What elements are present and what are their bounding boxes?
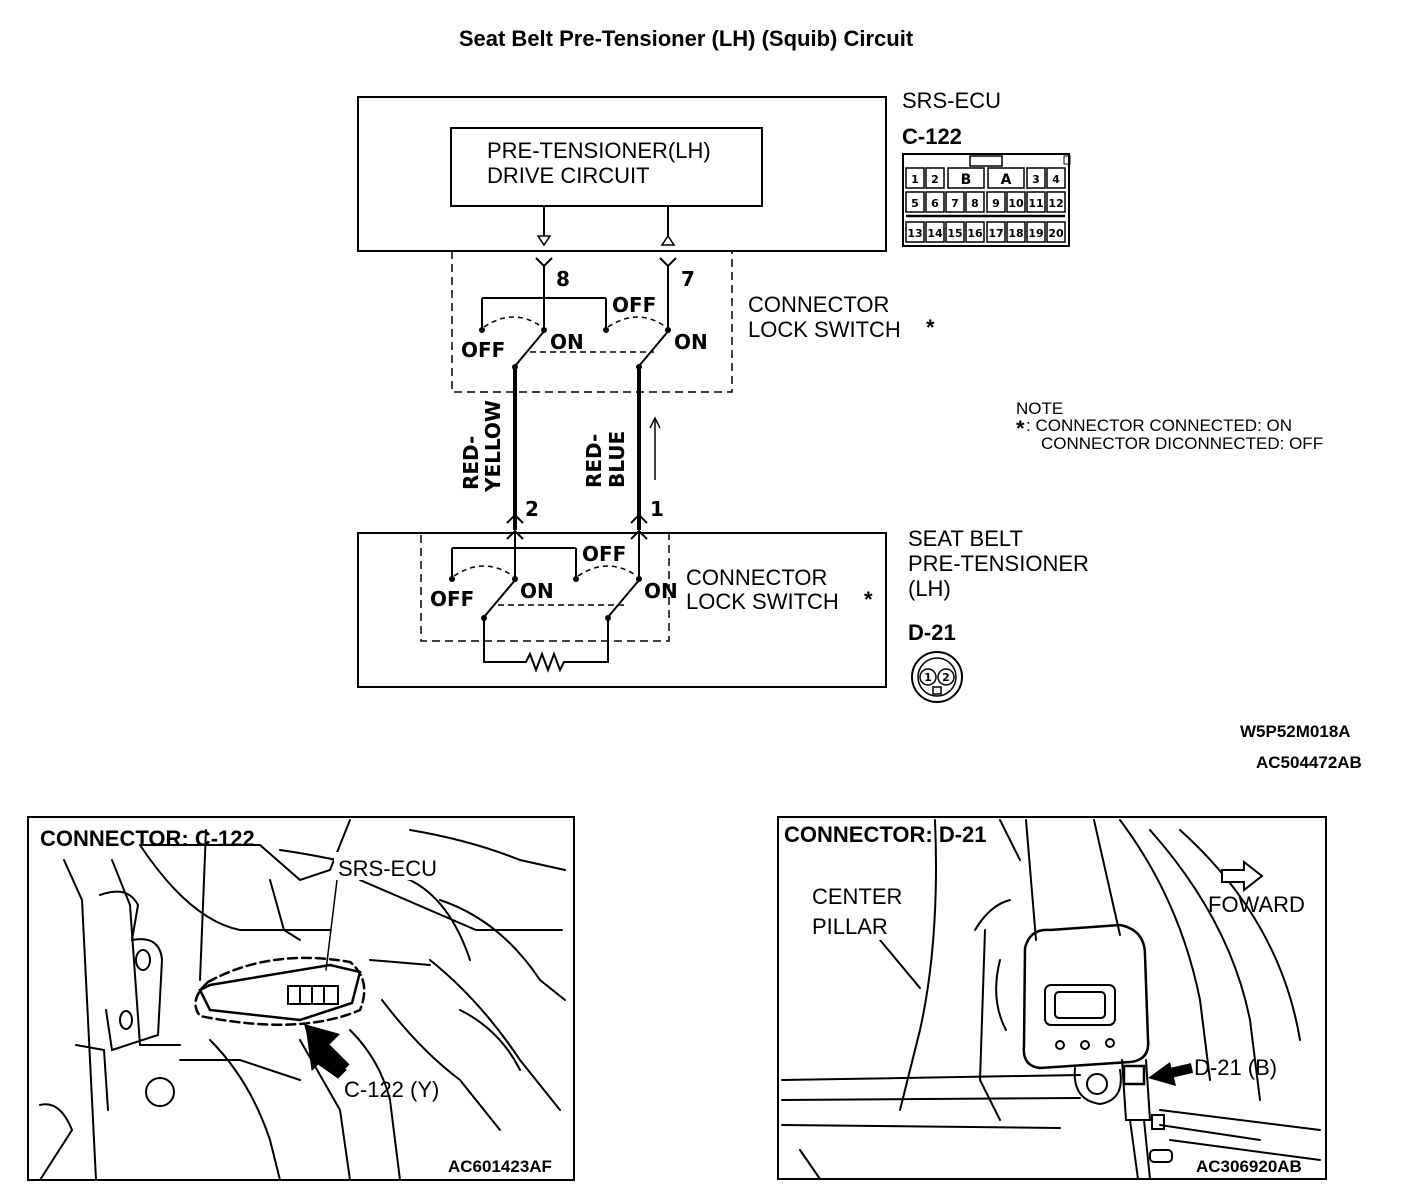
c122-pin: B <box>961 172 972 188</box>
wire-color-right-2: BLUE <box>605 431 629 488</box>
note-asterisk: * <box>1016 416 1025 441</box>
c122-pin: 11 <box>1028 197 1043 210</box>
lower-off-left: OFF <box>430 587 474 611</box>
pretensioner-label-2: PRE-TENSIONER <box>908 551 1089 576</box>
panel-c122-connector-label: C-122 (Y) <box>344 1077 439 1102</box>
pretensioner-label-1: SEAT BELT <box>908 526 1023 551</box>
lower-pin-2: 2 <box>525 497 539 521</box>
panel-d21-pillar-bg <box>808 882 888 940</box>
panel-d21-forward-label: FOWARD <box>1208 892 1305 917</box>
upper-off-right: OFF <box>612 293 656 317</box>
c122-pin: 18 <box>1008 227 1023 240</box>
panel-d21 <box>777 816 1327 1180</box>
panel-d21-heading: CONNECTOR: D-21 <box>784 822 987 847</box>
panel-d21-pillar-label-2: PILLAR <box>812 914 888 939</box>
upper-lock-switch <box>451 251 733 393</box>
pretensioner-block <box>357 513 887 688</box>
c122-pin: 7 <box>951 197 959 210</box>
note-line-2: CONNECTOR DICONNECTED: OFF <box>1041 434 1323 453</box>
lower-lock-switch-label-1: CONNECTOR <box>686 565 827 590</box>
c122-pin: 8 <box>971 197 979 210</box>
panel-c122 <box>27 816 575 1181</box>
note-line-1: : CONNECTOR CONNECTED: ON <box>1026 416 1292 435</box>
d21-pin-1: 1 <box>924 671 932 684</box>
upper-asterisk: * <box>926 315 935 340</box>
c122-pin: 12 <box>1048 197 1063 210</box>
c122-pin: 15 <box>947 227 962 240</box>
lower-pin-1: 1 <box>650 497 664 521</box>
lower-on-right: ON <box>644 579 678 603</box>
upper-lock-switch-label-2: LOCK SWITCH <box>748 317 901 342</box>
c122-pin: 17 <box>988 227 1003 240</box>
panel-c122-ecu-bg <box>334 852 450 880</box>
d21-pin-2: 2 <box>942 671 950 684</box>
c122-pin: 13 <box>907 227 922 240</box>
panel-d21-pillar-label-1: CENTER <box>812 884 902 909</box>
panel-c122-code: AC601423AF <box>448 1157 552 1176</box>
lower-lock-switch-label-2: LOCK SWITCH <box>686 589 839 614</box>
c122-pin: 2 <box>931 173 939 186</box>
c122-connector-face: 1 2 B A 3 4 5 6 7 8 9 10 11 12 13 14 15 … <box>902 153 1071 247</box>
d21-connector-label: D-21 <box>908 620 956 645</box>
upper-off-left: OFF <box>461 338 505 362</box>
wire-color-right-1: RED- <box>582 434 606 488</box>
srs-ecu-block: PRE-TENSIONER(LH) DRIVE CIRCUIT <box>357 96 887 252</box>
c122-pin: 19 <box>1028 227 1043 240</box>
wire-color-left-2: YELLOW <box>481 400 505 493</box>
d21-connector-face: 1 2 <box>911 651 963 703</box>
c122-pin: 4 <box>1052 173 1060 186</box>
upper-on-right: ON <box>674 330 708 354</box>
diagram-title: Seat Belt Pre-Tensioner (LH) (Squib) Cir… <box>459 26 914 51</box>
c122-pin: A <box>1001 172 1012 188</box>
srs-ecu-label: SRS-ECU <box>902 88 1001 113</box>
drive-circuit-label-2: DRIVE CIRCUIT <box>487 163 650 188</box>
pretensioner-label-3: (LH) <box>908 576 951 601</box>
lower-off-right: OFF <box>582 542 626 566</box>
c122-pin: 6 <box>931 197 939 210</box>
lower-asterisk: * <box>864 587 873 612</box>
c122-connector-label: C-122 <box>902 124 962 149</box>
c122-pin: 9 <box>992 197 1000 210</box>
upper-pin-7: 7 <box>681 267 695 291</box>
c122-pin: 1 <box>911 173 919 186</box>
c122-pin: 14 <box>927 227 943 240</box>
panel-c122-heading: CONNECTOR: C-122 <box>40 826 255 851</box>
harness-wires <box>513 367 661 530</box>
diagram-code-2: AC504472AB <box>1256 753 1362 772</box>
drive-circuit-label-1: PRE-TENSIONER(LH) <box>487 138 711 163</box>
upper-on-left: ON <box>550 330 584 354</box>
panel-c122-ecu-label: SRS-ECU <box>338 856 437 881</box>
diagram-code-1: W5P52M018A <box>1240 722 1351 741</box>
c122-pin: 5 <box>911 197 919 210</box>
panel-d21-connector-label: D-21 (B) <box>1194 1055 1277 1080</box>
c122-pin: 10 <box>1008 197 1024 210</box>
c122-pin: 20 <box>1048 227 1064 240</box>
upper-pin-8: 8 <box>556 267 570 291</box>
wire-color-left-1: RED- <box>459 436 483 490</box>
panel-d21-code: AC306920AB <box>1196 1157 1302 1176</box>
note-heading: NOTE <box>1016 399 1063 418</box>
lower-on-left: ON <box>520 579 554 603</box>
upper-lock-switch-label-1: CONNECTOR <box>748 292 889 317</box>
c122-pin: 3 <box>1032 173 1040 186</box>
c122-pin: 16 <box>967 227 983 240</box>
